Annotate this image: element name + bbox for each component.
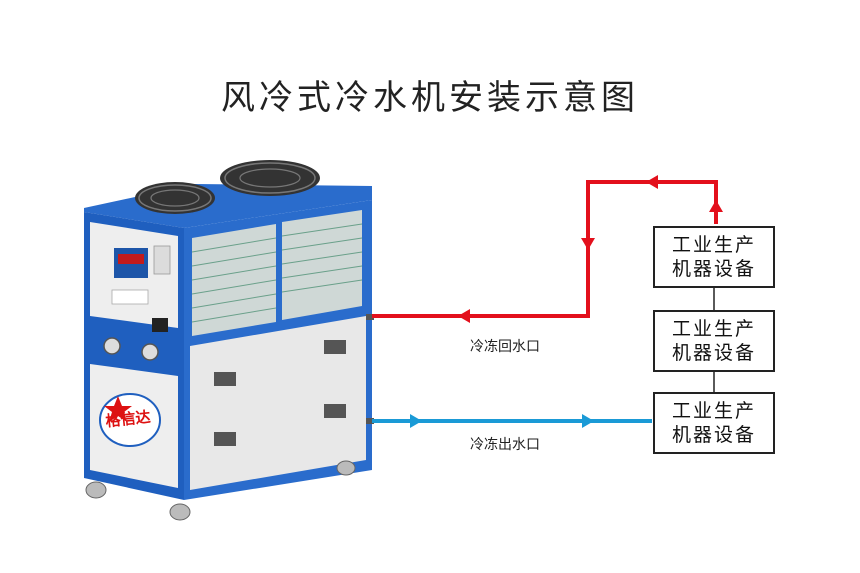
flow-arrow-icon-2 [581, 238, 595, 250]
equipment-label-line1: 工业生产 [671, 234, 756, 256]
chiller-unit [84, 160, 374, 521]
side-grille-1 [192, 224, 276, 336]
equipment-label-line2: 机器设备 [671, 424, 756, 446]
flow-arrow-icon [458, 309, 470, 323]
outlet-label: 冷冻出水口 [470, 437, 540, 453]
pressure-gauge-icon [103, 337, 121, 355]
equipment-label-line2: 机器设备 [671, 258, 756, 280]
warning-label [153, 245, 171, 275]
power-switch-icon [152, 318, 168, 332]
star-icon [104, 396, 132, 422]
side-lower-panel [190, 316, 366, 490]
flow-arrow-icon-5 [410, 414, 422, 428]
flow-arrow-icon-6 [582, 414, 594, 428]
fan-left-icon [135, 182, 215, 214]
equipment-label-line1: 工业生产 [671, 318, 756, 340]
caster-icon-2 [169, 503, 191, 521]
equipment-box-2: 工业生产 机器设备 [653, 310, 775, 372]
pressure-gauge-icon-2 [141, 343, 159, 361]
flow-arrow-icon-3 [646, 175, 658, 189]
flow-arrow-icon-4 [709, 200, 723, 212]
side-grille-2 [282, 210, 362, 320]
equipment-box-1: 工业生产 机器设备 [653, 226, 775, 288]
caster-icon-3 [336, 460, 356, 476]
return-water-pipe [372, 180, 718, 318]
equipment-box-3: 工业生产 机器设备 [653, 392, 775, 454]
nameplate [111, 289, 149, 305]
fan-right-icon [220, 160, 320, 196]
equipment-label-line1: 工业生产 [671, 400, 756, 422]
equipment-label-line2: 机器设备 [671, 342, 756, 364]
caster-icon [85, 481, 107, 499]
return-inlet-label: 冷冻回水口 [470, 339, 540, 355]
diagram-title: 风冷式冷水机安装示意图 [221, 78, 639, 118]
